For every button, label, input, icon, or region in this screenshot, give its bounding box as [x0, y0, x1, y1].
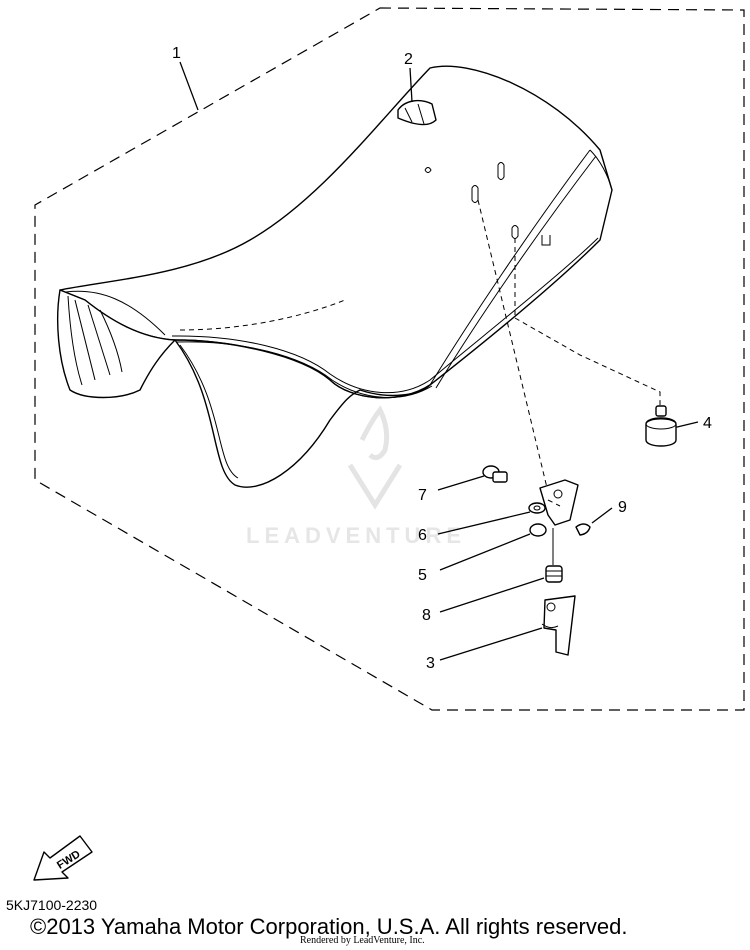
callout-7: 7 [418, 487, 427, 504]
callout-1: 1 [172, 45, 181, 62]
lock-plate-part-3 [439, 595, 576, 661]
callout-9: 9 [618, 499, 627, 516]
callout-8: 8 [422, 607, 431, 624]
damper-part-4 [645, 405, 677, 447]
seat-strap-part-2 [397, 99, 437, 126]
callout-5: 5 [418, 567, 427, 584]
callout-6: 6 [418, 527, 427, 544]
spring-part-8 [439, 528, 563, 613]
fwd-arrow-icon: FWD [33, 835, 93, 881]
nut-part-5 [439, 523, 547, 571]
seat-assembly [57, 65, 613, 488]
diagram-code: 5KJ7100-2230 [6, 897, 98, 913]
leadventure-watermark: LEADVENTURE [246, 523, 467, 548]
leadventure-watermark-logo [347, 405, 403, 510]
callout-3: 3 [426, 655, 435, 672]
bolt-part-7 [437, 465, 508, 491]
washer-part-6 [437, 502, 546, 535]
hinge-bracket [539, 479, 579, 526]
rendered-by-credit: Rendered by LeadVenture, Inc. [300, 935, 425, 946]
assembly-boundary [34, 7, 745, 711]
copyright-notice: ©2013 Yamaha Motor Corporation, U.S.A. A… [30, 914, 628, 939]
clip-part-9 [575, 507, 613, 536]
callout-2: 2 [404, 51, 413, 68]
callout-4: 4 [703, 415, 712, 432]
